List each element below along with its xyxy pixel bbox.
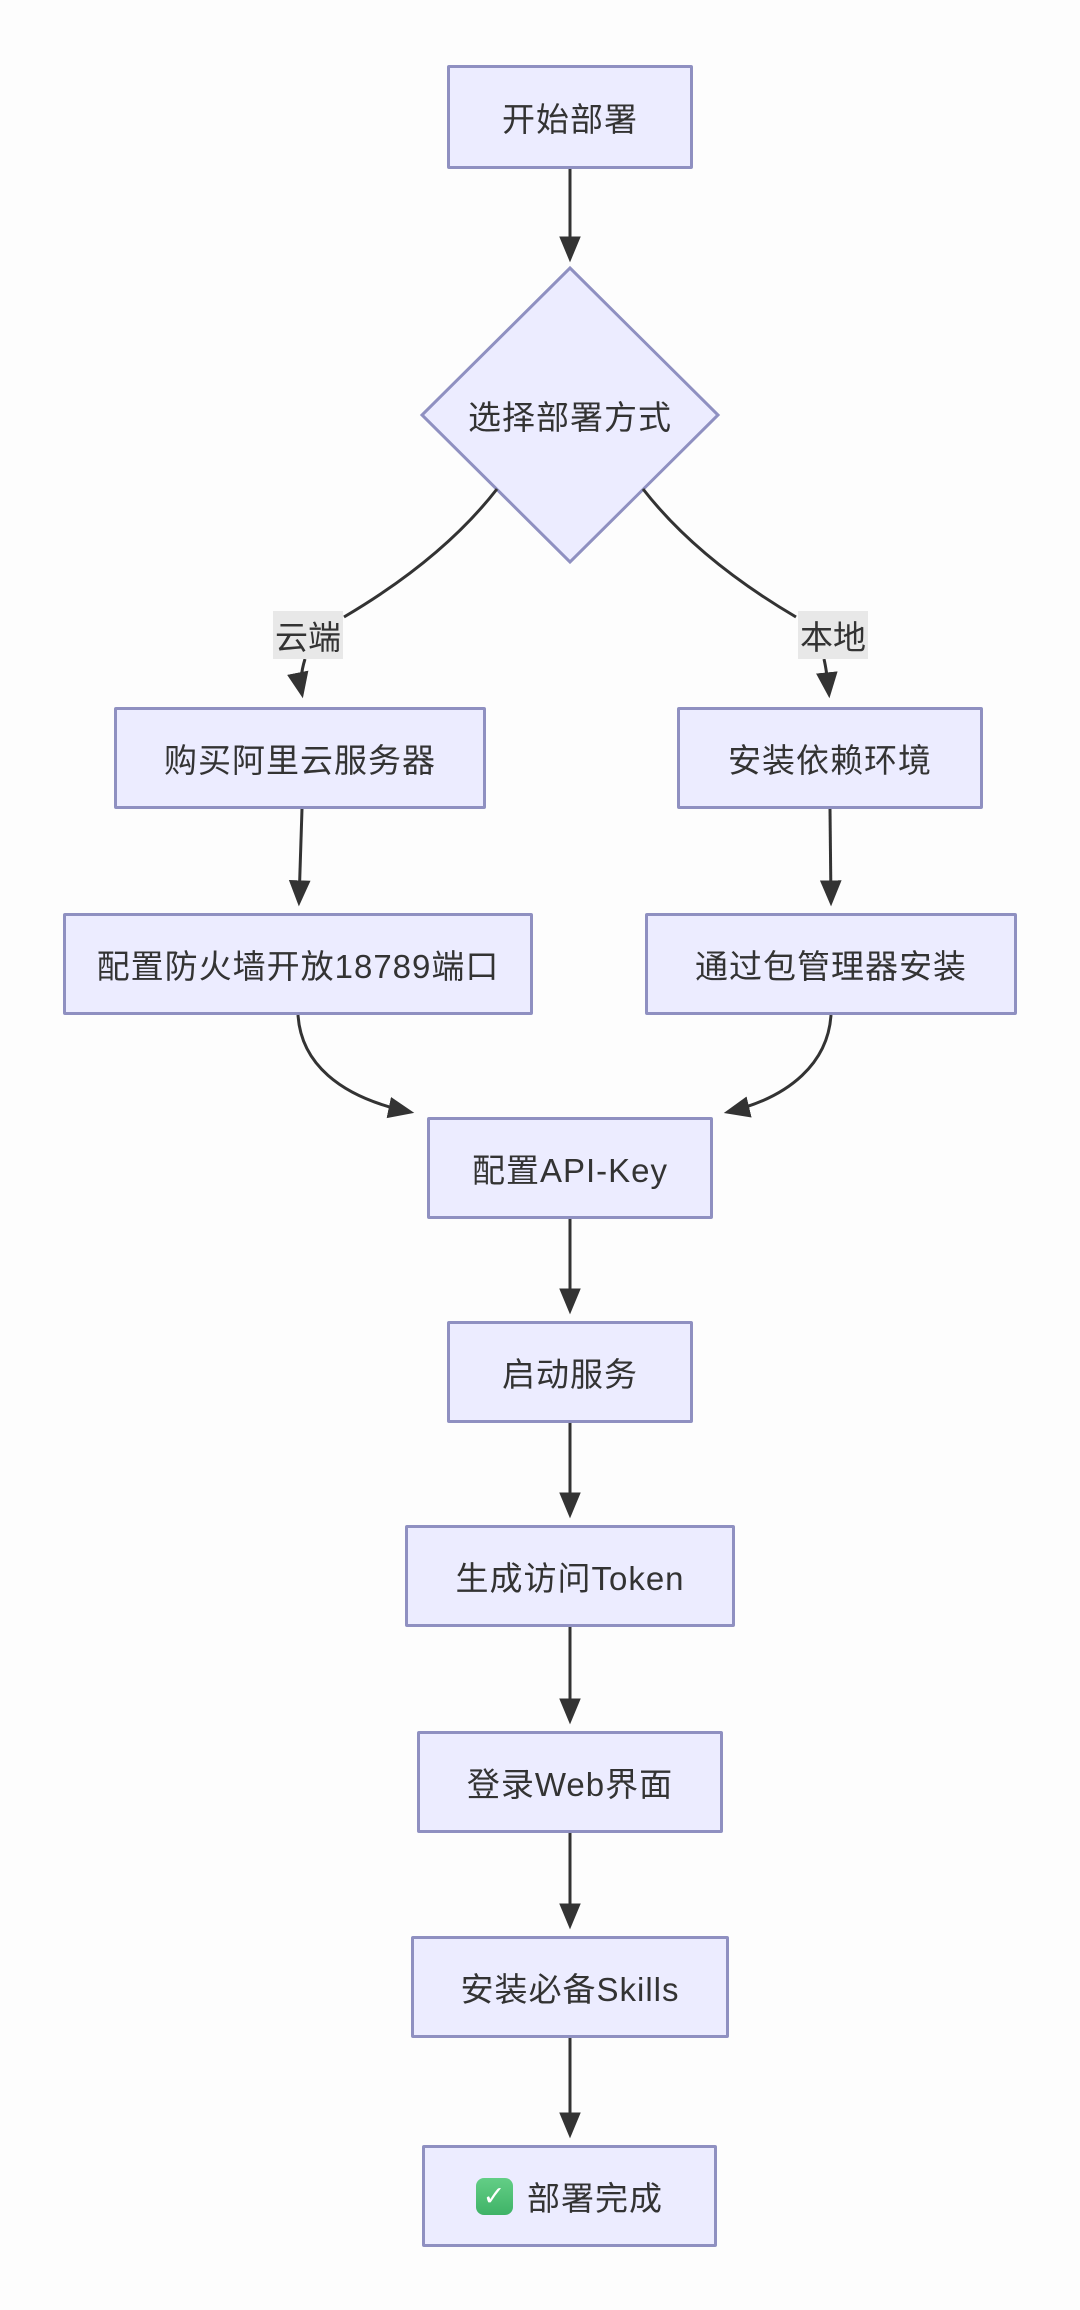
check-mark-icon: ✓ bbox=[476, 2177, 513, 2215]
flow-node-pkg-install: 通过包管理器安装 bbox=[645, 913, 1017, 1015]
flow-node-start: 开始部署 bbox=[447, 65, 693, 169]
flow-node-api-key: 配置API-Key bbox=[427, 1117, 713, 1219]
flow-node-install-skills: 安装必备Skills bbox=[411, 1936, 729, 2038]
flow-node-deploy-done: ✓ 部署完成 bbox=[422, 2145, 717, 2247]
flow-node-start-service: 启动服务 bbox=[447, 1321, 693, 1423]
edge-label-cloud: 云端 bbox=[273, 611, 343, 659]
deploy-done-label: 部署完成 bbox=[527, 2180, 663, 2217]
flow-node-login-web: 登录Web界面 bbox=[417, 1731, 723, 1833]
flow-node-install-deps: 安装依赖环境 bbox=[677, 707, 983, 809]
edge-label-local: 本地 bbox=[798, 611, 868, 659]
flow-node-firewall-port: 配置防火墙开放18789端口 bbox=[63, 913, 533, 1015]
flow-node-decision-label: 选择部署方式 bbox=[468, 399, 672, 436]
flow-node-buy-server: 购买阿里云服务器 bbox=[114, 707, 486, 809]
flow-node-generate-token: 生成访问Token bbox=[405, 1525, 735, 1627]
